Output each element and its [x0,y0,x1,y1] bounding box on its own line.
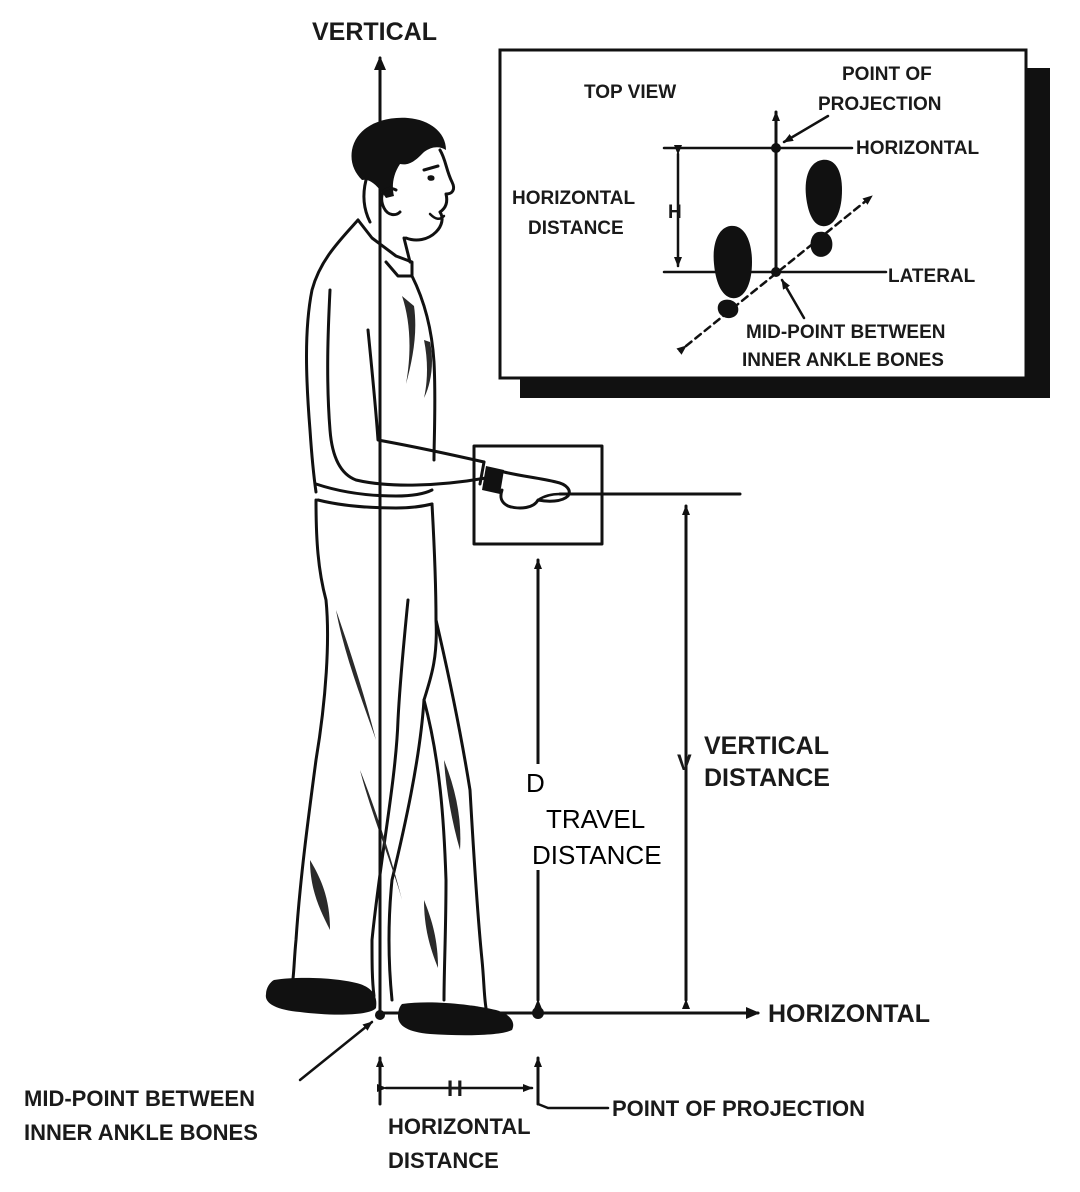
inset-horizontal-distance-line2: DISTANCE [528,218,624,239]
travel-distance-letter: D [526,768,545,798]
inset-title: TOP VIEW [584,82,676,103]
worker-arm [326,288,571,510]
midpoint-label-line1: MID-POINT BETWEEN [24,1086,255,1111]
worker-shoes [265,977,514,1036]
travel-distance-label-line2: DISTANCE [532,840,662,870]
travel-distance-label-line1: TRAVEL [546,804,645,834]
main-view: VERTICAL HORIZONTAL V VERTICAL DISTANCE … [24,18,930,1173]
inset-midpoint-line1: MID-POINT BETWEEN [746,322,946,343]
worker-legs [290,498,488,1010]
vertical-distance-label-line1: VERTICAL [704,732,829,760]
horizontal-distance-letter: H [447,1076,463,1101]
midpoint-leader [298,1020,374,1082]
inset-point-of-projection-line1: POINT OF [842,64,932,85]
travel-label-bg [524,764,664,870]
midpoint-label-line2: INNER ANKLE BONES [24,1120,258,1145]
point-of-projection-dot [532,1007,544,1019]
inset-lateral-label: LATERAL [888,266,976,287]
horizontal-distance-label-line1: HORIZONTAL [388,1114,531,1139]
vertical-distance-letter: V [677,750,692,775]
inset-horizontal-distance-line1: HORIZONTAL [512,188,636,209]
inset-footprints [713,159,842,319]
vertical-distance-label-line2: DISTANCE [704,764,830,792]
worker-torso [305,218,437,510]
worker-head [351,117,456,264]
inset-midpoint-dot [771,267,781,277]
inset-projection-dot [771,143,781,153]
vertical-axis-label: VERTICAL [312,18,437,46]
horizontal-axis-label: HORIZONTAL [768,1000,930,1028]
midpoint-dot [375,1010,385,1020]
top-view-inset: TOP VIEW POINT OF PROJECTION HORIZONTAL … [498,48,1050,398]
inset-point-of-projection-line2: PROJECTION [818,94,942,115]
inset-midpoint-line2: INNER ANKLE BONES [742,350,944,371]
horizontal-distance-label-line2: DISTANCE [388,1148,499,1173]
inset-projection-leader [782,114,830,144]
point-of-projection-label: POINT OF PROJECTION [612,1096,865,1121]
projection-leader [536,1102,610,1110]
inset-horizontal-label: HORIZONTAL [856,138,980,159]
inset-h-letter: H [668,202,682,223]
inset-midpoint-leader [780,278,806,320]
